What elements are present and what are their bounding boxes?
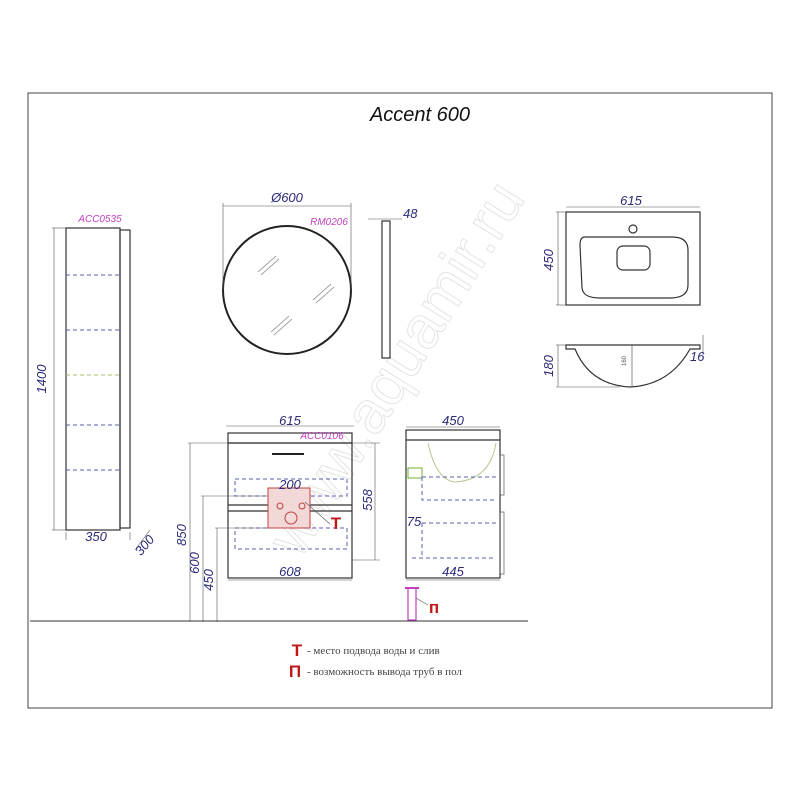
vanity-side-view bbox=[405, 426, 505, 621]
mirror-thickness-dim: 48 bbox=[403, 206, 418, 221]
legend-symbol: П bbox=[289, 662, 301, 681]
sink-height-dim: 180 bbox=[541, 354, 556, 376]
sink-width-dim: 615 bbox=[620, 193, 642, 208]
sink-depth-dim: 450 bbox=[541, 248, 556, 270]
legend-symbol: T bbox=[292, 641, 303, 660]
legend-text: - возможность вывода труб в пол bbox=[307, 666, 462, 678]
sink-rim-dim: 16 bbox=[690, 349, 705, 364]
column-width-dim: 350 bbox=[85, 529, 107, 544]
vanity-height-dim: 558 bbox=[360, 488, 375, 510]
column-height-dim: 1400 bbox=[34, 364, 49, 394]
water-marker-t: T bbox=[331, 514, 342, 533]
side-offset-dim: 75 bbox=[407, 514, 422, 529]
sink-side-view bbox=[556, 335, 704, 388]
mirror-diameter-dim: Ø600 bbox=[270, 190, 304, 205]
vanity-body-width-dim: 608 bbox=[279, 564, 301, 579]
round-mirror bbox=[222, 203, 402, 359]
drain-height-dim: 450 bbox=[201, 568, 216, 590]
water-height-dim: 600 bbox=[187, 551, 202, 573]
mirror-code: RM0206 bbox=[310, 217, 348, 228]
side-top-depth-dim: 450 bbox=[442, 413, 464, 428]
drawing-title: Accent 600 bbox=[369, 104, 470, 126]
vanity-front-view bbox=[188, 425, 380, 622]
floor-pipe-marker: п bbox=[429, 598, 439, 617]
vanity-top-width-dim: 615 bbox=[279, 413, 301, 428]
legend: T - место подвода воды и слив П - возмож… bbox=[289, 641, 463, 681]
sink-inner-depth: 160 bbox=[622, 355, 628, 366]
side-body-depth-dim: 445 bbox=[442, 564, 464, 579]
mount-height-dim: 850 bbox=[174, 523, 189, 545]
vanity-niche-dim: 200 bbox=[278, 477, 301, 492]
column-cabinet bbox=[52, 227, 151, 551]
vanity-code: ACC0106 bbox=[299, 431, 344, 442]
column-depth-dim: 300 bbox=[132, 531, 158, 558]
drawing-frame bbox=[27, 92, 773, 709]
column-code: ACC0535 bbox=[77, 214, 122, 225]
sink-top-view bbox=[556, 206, 701, 306]
legend-text: - место подвода воды и слив bbox=[307, 645, 440, 657]
